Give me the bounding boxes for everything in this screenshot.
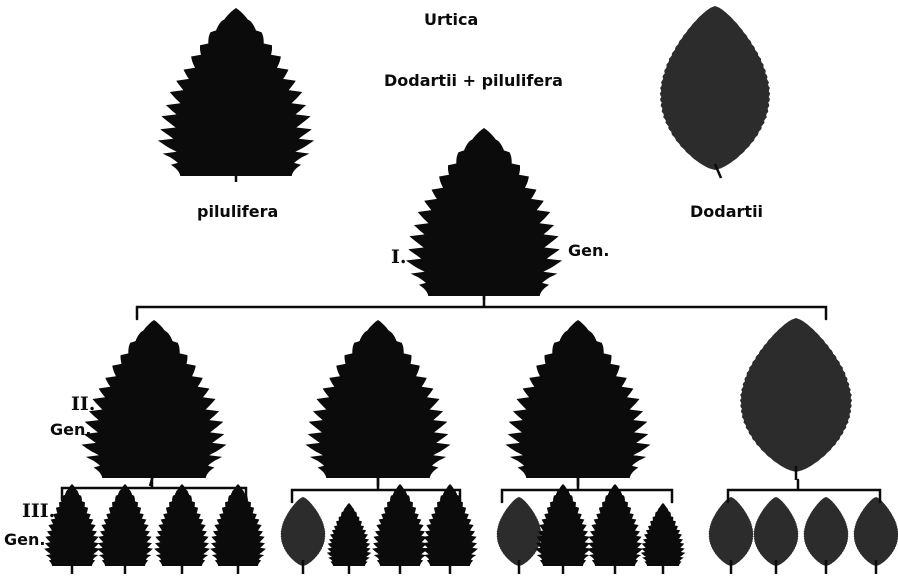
gen-3-numeral: III. xyxy=(22,500,55,522)
parent-leaf-dodartii xyxy=(660,6,770,178)
gen-3-leaf-2-1 xyxy=(281,497,326,574)
gen-2-leaf-4 xyxy=(740,318,852,480)
gen-3-label: Gen. xyxy=(4,530,45,549)
gen-3-leaf-1-1 xyxy=(44,484,100,574)
cross-label: Dodartii + pilulifera xyxy=(384,71,563,90)
gen-3-bracket-1 xyxy=(62,478,246,500)
diagram-title: Urtica xyxy=(424,10,478,29)
gen-1-leaf xyxy=(406,128,562,300)
gen-1-numeral: I. xyxy=(391,246,407,268)
gen-2-label: Gen. xyxy=(50,420,91,439)
parent-label-dodartii: Dodartii xyxy=(690,202,763,221)
gen-3-leaf-4-2 xyxy=(754,497,799,574)
gen-3-leaf-3-2 xyxy=(535,484,591,574)
gen-3-leaf-3-1 xyxy=(497,497,542,574)
gen-2-leaf-3 xyxy=(506,320,651,486)
gen-2-leaf-1 xyxy=(82,320,227,486)
gen-2-leaf-2 xyxy=(306,320,451,486)
gen-3-leaf-2-4 xyxy=(422,484,478,574)
gen-1-label: Gen. xyxy=(568,241,609,260)
gen-3-bracket-3 xyxy=(502,478,672,502)
gen-2-numeral: II. xyxy=(71,393,95,415)
gen-3-leaf-4-1 xyxy=(709,497,754,574)
gen-3-bracket-2 xyxy=(292,478,460,502)
gen-3-leaf-4-4 xyxy=(854,497,898,574)
gen-3-leaf-3-3 xyxy=(587,484,643,574)
parent-leaf-pilulifera xyxy=(158,8,314,182)
gen-3-leaf-1-2 xyxy=(97,484,153,574)
gen-3-leaf-1-4 xyxy=(210,484,266,574)
gen-2-bracket xyxy=(137,296,826,319)
gen-3-bracket-4 xyxy=(728,480,880,502)
gen-3-leaf-3-4 xyxy=(641,503,686,574)
gen-3-leaf-2-3 xyxy=(372,484,428,574)
gen-3-leaf-4-3 xyxy=(804,497,849,574)
parent-label-pilulifera: pilulifera xyxy=(197,202,278,221)
gen-3-leaf-1-3 xyxy=(154,484,210,574)
gen-3-leaf-2-2 xyxy=(327,503,372,574)
